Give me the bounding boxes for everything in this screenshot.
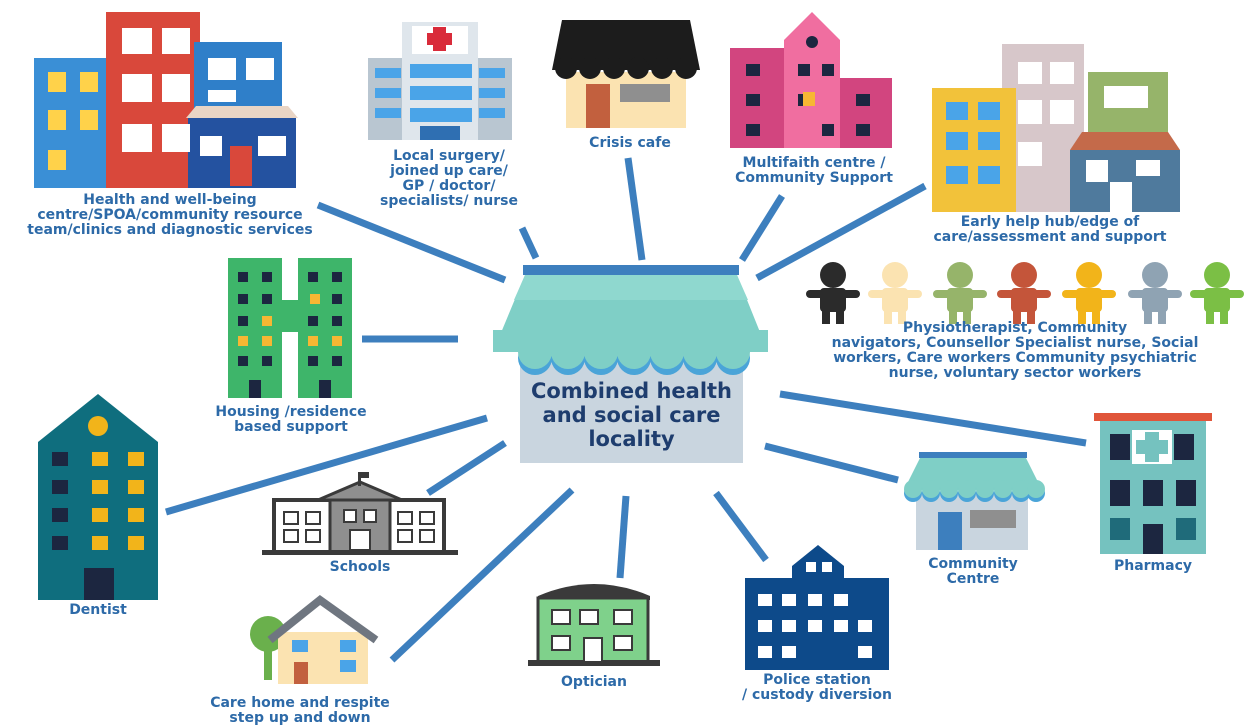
dentist-label: Dentist [69,602,127,618]
person-icon [1062,262,1116,324]
care-home-label: Care home and respite step up and down [210,695,390,726]
early-help-label: Early help hub/edge of care/assessment a… [933,214,1167,245]
shop-icon [904,452,1045,550]
connector-pharmacy [779,390,1087,447]
police-label: Police station / custody diversion [742,672,892,703]
pink-building-icon [730,12,892,148]
person-icon [997,262,1051,324]
community-centre-label: Community Centre [928,556,1018,587]
connector-police [713,490,769,563]
pharmacy-icon [1094,413,1212,554]
person-icon [806,262,860,324]
person-icon [1128,262,1182,324]
tall-building-icon [38,394,158,600]
person-icon [933,262,987,324]
health-centre-label: Health and well-being centre/SPOA/commun… [27,192,313,238]
connector-dentist [165,414,488,516]
crisis-cafe-label: Crisis cafe [589,135,671,151]
center-label: Combined health and social care locality [530,379,733,451]
workers-label: Physiotherapist, Community navigators, C… [831,320,1199,381]
connector-schools [426,440,507,496]
optician-label: Optician [561,674,627,690]
connector-local-surgery [518,226,540,260]
connector-care-home [389,487,575,663]
schools-label: Schools [329,559,391,575]
pharmacy-label: Pharmacy [1113,558,1193,574]
green-shop-icon [528,584,660,666]
connector-multifaith [739,194,785,262]
connectors [165,157,1087,663]
person-icon [1190,262,1244,324]
connector-optician [616,495,630,579]
person-icon [868,262,922,324]
housing-label: Housing /residence based support [215,404,367,435]
connector-community-centre [764,442,899,484]
hospital-icon [368,22,512,140]
people-icon [806,262,1244,324]
center-shop-icon [493,265,768,463]
houses-cluster-icon [932,44,1180,212]
cafe-icon [552,20,700,128]
colourful-buildings-icon [34,12,298,188]
connector-health-centre [316,201,507,284]
h-shaped-building-icon [228,258,352,398]
house-icon [250,594,379,684]
connector-crisis-cafe [624,157,646,261]
multifaith-label: Multifaith centre / Community Support [735,155,893,186]
police-building-icon [745,545,889,670]
connector-early-help [755,182,927,282]
school-icon [262,472,458,555]
local-surgery-label: Local surgery/ joined up care/ GP / doct… [379,148,518,209]
